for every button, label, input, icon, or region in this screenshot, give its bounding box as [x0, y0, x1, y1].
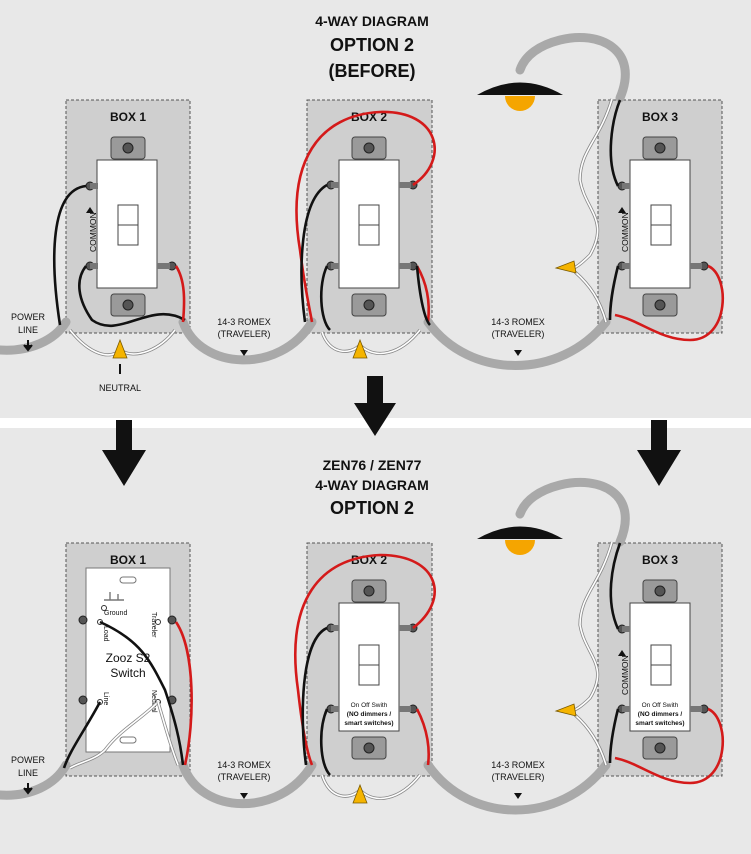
bottom-wire-white-light — [569, 541, 613, 713]
top-wire-black-common3 — [609, 99, 622, 187]
top-title-line1: 4-WAY DIAGRAM — [315, 13, 429, 29]
bottom-onoff-3-line2: (NO dimmers / — [638, 711, 683, 718]
zooz-neutral-label: Neutral — [150, 690, 157, 713]
bottom-wire-red-traveler — [174, 621, 193, 766]
bottom-romex-a — [178, 760, 317, 809]
bottom-romex-b — [423, 760, 611, 815]
bottom-onoff-3-line1: On Off Swith — [642, 702, 679, 709]
bottom-power-arrow — [23, 783, 33, 795]
bottom-common-3: COMMON — [620, 655, 630, 695]
bottom-light-bulb — [505, 540, 535, 555]
bottom-wire-black-trav3 — [608, 708, 620, 764]
top-box-1-label: BOX 1 — [110, 110, 146, 124]
bottom-switch-3 — [617, 579, 709, 760]
bottom-romex-power — [0, 760, 71, 800]
bottom-wire-neutral1 — [69, 701, 159, 769]
bottom-light-shade — [477, 526, 563, 539]
down-arrow-right — [637, 420, 681, 486]
down-arrow-left — [102, 420, 146, 486]
bottom-romex-a-arrow — [240, 787, 248, 799]
bottom-power-line-1: POWER — [11, 755, 46, 765]
top-romex-b-1: 14-3 ROMEX — [491, 317, 545, 327]
top-wire-nut-2 — [352, 338, 368, 359]
top-power-line-2: LINE — [18, 325, 38, 335]
zooz-traveler-label: Traveler — [150, 612, 157, 638]
bottom-wire-red-trav3 — [614, 707, 725, 785]
top-wire-red-box2-a — [295, 110, 436, 323]
top-common-3: COMMON — [620, 212, 630, 252]
top-romex-a-arrow — [240, 344, 248, 356]
bottom-power-line-2: LINE — [18, 768, 38, 778]
top-wire-red-box2-b — [415, 265, 430, 323]
top-romex-power — [0, 317, 71, 355]
top-power-arrow — [23, 340, 33, 352]
bottom-romex-a-2: (TRAVELER) — [218, 772, 271, 782]
bottom-wire-nut-3 — [554, 703, 577, 717]
top-switch-3 — [617, 136, 709, 317]
zooz-s2-switch — [78, 567, 177, 753]
bottom-romex-b-2: (TRAVELER) — [492, 772, 545, 782]
bottom-title-line1: ZEN76 / ZEN77 — [323, 457, 422, 473]
zooz-ground-label: Ground — [104, 610, 127, 617]
bottom-title-line3: OPTION 2 — [330, 498, 414, 518]
top-romex-a — [178, 317, 317, 365]
bottom-romex-b-1: 14-3 ROMEX — [491, 760, 545, 770]
down-arrow-center — [354, 376, 396, 436]
bottom-onoff-2-line2: (NO dimmers / — [347, 711, 392, 718]
bottom-wire-black-common3 — [609, 542, 622, 630]
bottom-wire-black-box2-a — [301, 626, 328, 766]
top-romex-b-arrow — [514, 344, 522, 356]
top-wire-black-box2-a — [300, 183, 328, 323]
top-romex-a-1: 14-3 ROMEX — [217, 317, 271, 327]
bottom-box-1-label: BOX 1 — [110, 553, 146, 567]
top-wire-black-trav1 — [78, 265, 186, 327]
bottom-onoff-2-line1: On Off Swith — [351, 702, 388, 709]
top-wire-nut-3 — [554, 260, 577, 274]
top-common-1: COMMON — [88, 212, 98, 252]
bottom-wire-nut-2 — [352, 783, 368, 804]
bottom-romex-light — [515, 477, 630, 547]
top-section: 4-WAY DIAGRAM OPTION 2 (BEFORE) BOX 1 BO… — [0, 13, 725, 436]
top-romex-light — [515, 33, 630, 103]
top-wire-nut-1 — [112, 338, 128, 359]
top-light-bulb — [505, 96, 535, 111]
bottom-wire-red-box2-b — [415, 708, 430, 766]
top-romex-b — [423, 317, 611, 370]
zooz-load-label: Load — [102, 626, 109, 642]
bottom-romex-b-arrow — [514, 787, 522, 799]
bottom-wire-black-load — [99, 620, 185, 766]
bottom-switch-2 — [326, 579, 418, 760]
top-title-line2: OPTION 2 — [330, 35, 414, 55]
top-neutral-label: NEUTRAL — [99, 383, 141, 393]
top-title-line3: (BEFORE) — [329, 61, 416, 81]
top-light-shade — [477, 82, 563, 95]
bottom-box-3-label: BOX 3 — [642, 553, 678, 567]
zooz-name-1: Zooz S2 — [106, 651, 151, 665]
bottom-wire-black-line — [62, 701, 102, 769]
zooz-name-2: Switch — [110, 666, 145, 680]
top-switch-1 — [85, 136, 177, 317]
top-power-line-1: POWER — [11, 312, 46, 322]
top-wire-black-trav3 — [608, 265, 620, 321]
bottom-section: ZEN76 / ZEN77 4-WAY DIAGRAM OPTION 2 BOX… — [0, 457, 725, 815]
top-wire-white-light — [569, 98, 613, 271]
zooz-line-label: Line — [102, 692, 109, 705]
bottom-title-line2: 4-WAY DIAGRAM — [315, 477, 429, 493]
bottom-onoff-3-line3: smart switches) — [635, 720, 684, 727]
bottom-wire-neutral2 — [321, 774, 421, 800]
bottom-onoff-2-line3: smart switches) — [344, 720, 393, 727]
top-wire-black-common1 — [52, 184, 87, 326]
top-wire-neutral2 — [321, 329, 421, 355]
top-wire-red-trav1 — [174, 265, 186, 323]
bottom-wire-black-box2-b — [319, 708, 332, 776]
top-wire-black-box2-b — [319, 265, 332, 331]
top-switch-2 — [326, 136, 418, 317]
top-wire-red-trav3 — [614, 264, 725, 342]
top-box-3-label: BOX 3 — [642, 110, 678, 124]
top-romex-b-2: (TRAVELER) — [492, 329, 545, 339]
top-romex-a-2: (TRAVELER) — [218, 329, 271, 339]
bottom-romex-a-1: 14-3 ROMEX — [217, 760, 271, 770]
